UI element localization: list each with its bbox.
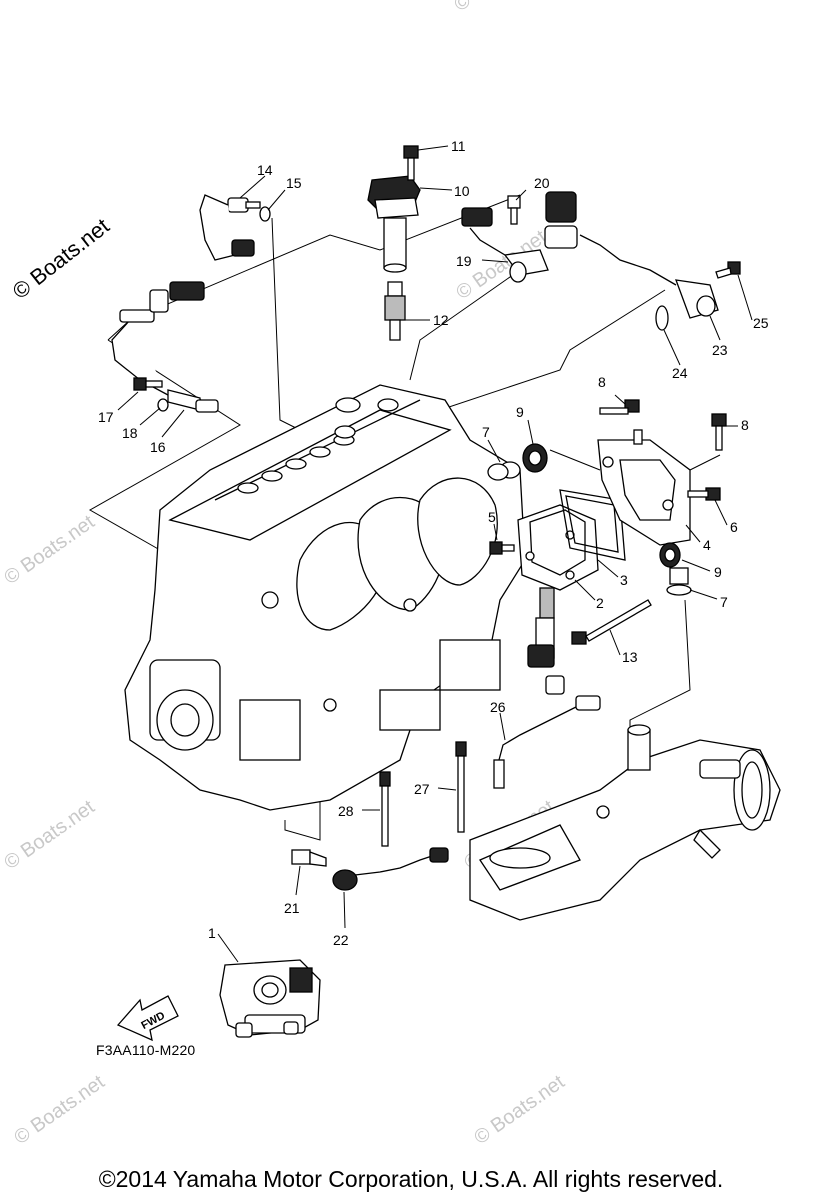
watermark: © Boats.net bbox=[470, 1071, 569, 1149]
callout-27: 27 bbox=[414, 781, 430, 797]
part-8-bolt bbox=[599, 399, 640, 415]
callout-3: 3 bbox=[620, 572, 628, 588]
part-8-bolt-right bbox=[711, 413, 727, 451]
callout-8-upper: 8 bbox=[598, 374, 606, 390]
intake-manifold bbox=[469, 724, 781, 921]
part-27-cable-tie bbox=[455, 741, 467, 833]
callout-18: 18 bbox=[122, 425, 138, 441]
part-7-collar-lower bbox=[666, 567, 692, 596]
watermark: © Boats.net bbox=[450, 0, 549, 16]
callout-23: 23 bbox=[712, 342, 728, 358]
part-13-stud-bolt bbox=[571, 599, 652, 645]
callout-7-upper: 7 bbox=[482, 424, 490, 440]
callout-22: 22 bbox=[333, 932, 349, 948]
callout-28: 28 bbox=[338, 803, 354, 819]
callout-21: 21 bbox=[284, 900, 300, 916]
callout-6: 6 bbox=[730, 519, 738, 535]
part-4-bracket bbox=[597, 429, 691, 546]
copyright-notice: ©2014 Yamaha Motor Corporation, U.S.A. A… bbox=[98, 1166, 724, 1192]
part-12-spark-plug bbox=[384, 281, 406, 341]
callout-20: 20 bbox=[534, 175, 550, 191]
part-15-washer bbox=[259, 206, 271, 222]
part-7-collar bbox=[487, 461, 521, 481]
callout-11: 11 bbox=[451, 138, 466, 154]
part-9-grommet bbox=[522, 443, 548, 473]
watermark: © Boats.net bbox=[0, 511, 99, 589]
callout-13: 13 bbox=[622, 649, 638, 665]
callout-leaders bbox=[117, 145, 753, 963]
callout-25: 25 bbox=[753, 315, 769, 331]
callout-19: 19 bbox=[456, 253, 472, 269]
callout-15: 15 bbox=[286, 175, 302, 191]
engine-block bbox=[124, 384, 526, 811]
part-19-sensor bbox=[461, 207, 549, 283]
callout-2: 2 bbox=[596, 595, 604, 611]
part-3-gasket bbox=[559, 489, 626, 561]
part-22-knock-sensor bbox=[332, 847, 449, 891]
callout-24: 24 bbox=[672, 365, 688, 381]
figure-code: F3AA110-M220 bbox=[96, 1042, 196, 1058]
part-6-bolt bbox=[687, 487, 721, 501]
callout-14: 14 bbox=[257, 162, 273, 178]
callout-5: 5 bbox=[488, 509, 496, 525]
callout-numbers: 1 2 3 4 5 6 7 7 8 8 9 9 10 11 12 13 14 1… bbox=[98, 138, 769, 948]
part-18-washer bbox=[157, 398, 169, 412]
part-25-bolt bbox=[715, 261, 741, 279]
callout-4: 4 bbox=[703, 537, 711, 553]
part-2-ecu bbox=[517, 504, 599, 695]
part-26-sensor bbox=[493, 695, 601, 789]
part-11-bolt bbox=[403, 145, 419, 181]
watermark: © Boats.net bbox=[8, 213, 114, 304]
part-1-throttle-body bbox=[219, 959, 321, 1038]
part-9-grommet-lower bbox=[659, 542, 681, 568]
part-10-ignition-coil bbox=[367, 175, 421, 273]
watermark: © Boats.net bbox=[0, 796, 99, 874]
part-24-o-ring bbox=[655, 305, 669, 331]
part-21-sensor bbox=[291, 849, 327, 867]
part-20-bolt bbox=[507, 195, 521, 225]
callout-8-right: 8 bbox=[741, 417, 749, 433]
part-5-bolt bbox=[489, 541, 515, 555]
callout-12: 12 bbox=[433, 312, 449, 328]
reference-lines bbox=[88, 194, 721, 841]
fwd-arrow-icon: FWD bbox=[116, 995, 179, 1042]
callout-1: 1 bbox=[208, 925, 216, 941]
callout-9-lower: 9 bbox=[714, 564, 722, 580]
callout-10: 10 bbox=[454, 183, 470, 199]
callout-16: 16 bbox=[150, 439, 166, 455]
callout-7-lower: 7 bbox=[720, 594, 728, 610]
watermark: © Boats.net bbox=[10, 1071, 109, 1149]
part-14-sensor bbox=[199, 194, 261, 261]
part-23-sensor bbox=[544, 191, 719, 319]
part-17-bolt bbox=[133, 377, 163, 391]
callout-26: 26 bbox=[490, 699, 506, 715]
part-28-cable-tie bbox=[379, 771, 391, 847]
part-16-sensor bbox=[111, 281, 219, 413]
callout-9-upper: 9 bbox=[516, 404, 524, 420]
callout-17: 17 bbox=[98, 409, 114, 425]
